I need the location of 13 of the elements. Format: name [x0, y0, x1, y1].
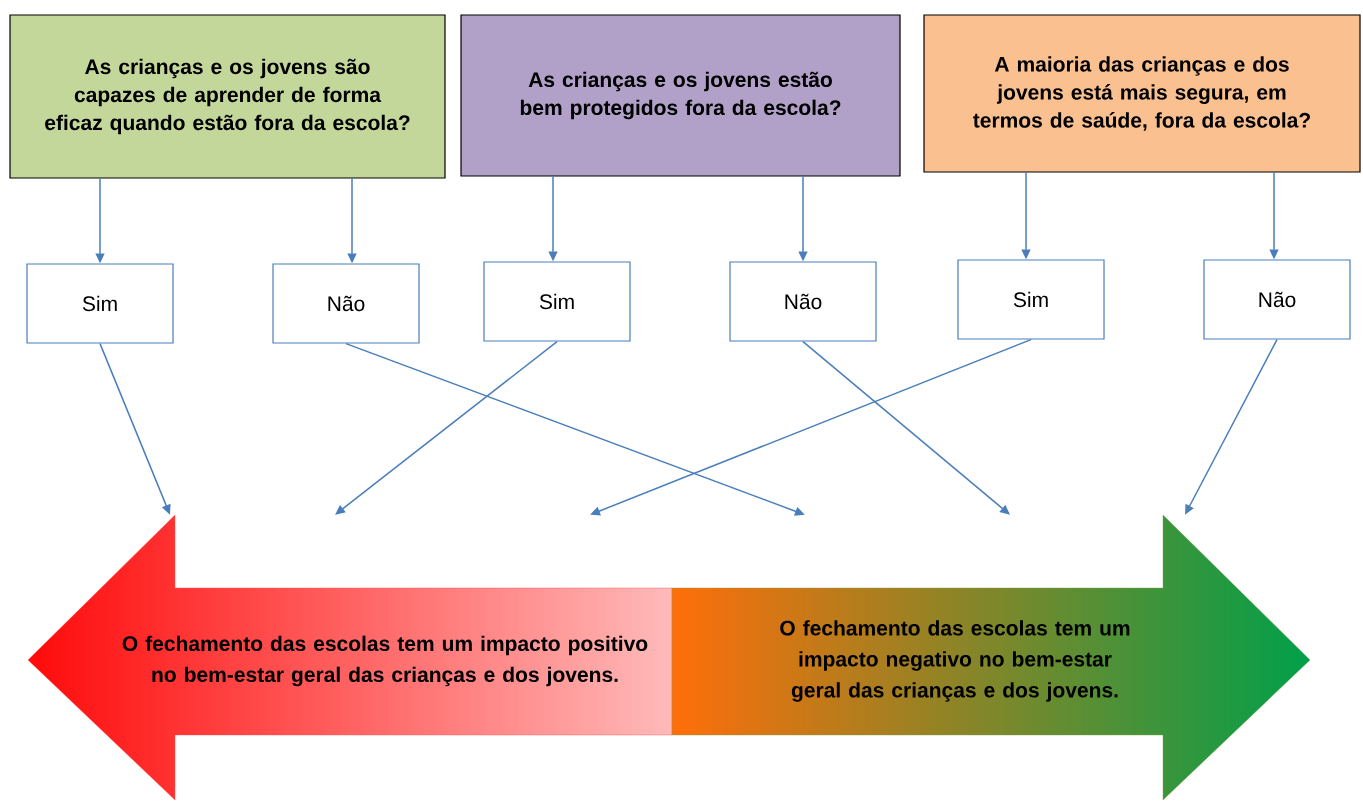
answer-box: Sim — [483, 261, 631, 342]
arrow — [345, 342, 805, 516]
answer-box: Sim — [26, 263, 174, 344]
answer-box: Não — [1203, 259, 1351, 340]
answer-box: Sim — [957, 259, 1105, 340]
answer-box: Não — [729, 261, 877, 342]
question-box: As crianças e os jovens são capazes de aprender de forma eficaz quando estão fora da escola? — [9, 14, 446, 179]
question-box: As crianças e os jovens estão bem protegidos fora da escola? — [460, 14, 901, 177]
arrow — [335, 340, 558, 515]
arrow — [590, 338, 1032, 516]
question-box: A maioria das crianças e dos jovens está mais segura, em termos de saúde, fora da escola? — [923, 14, 1361, 173]
arrow — [802, 340, 1010, 515]
answer-box: Não — [272, 263, 420, 344]
